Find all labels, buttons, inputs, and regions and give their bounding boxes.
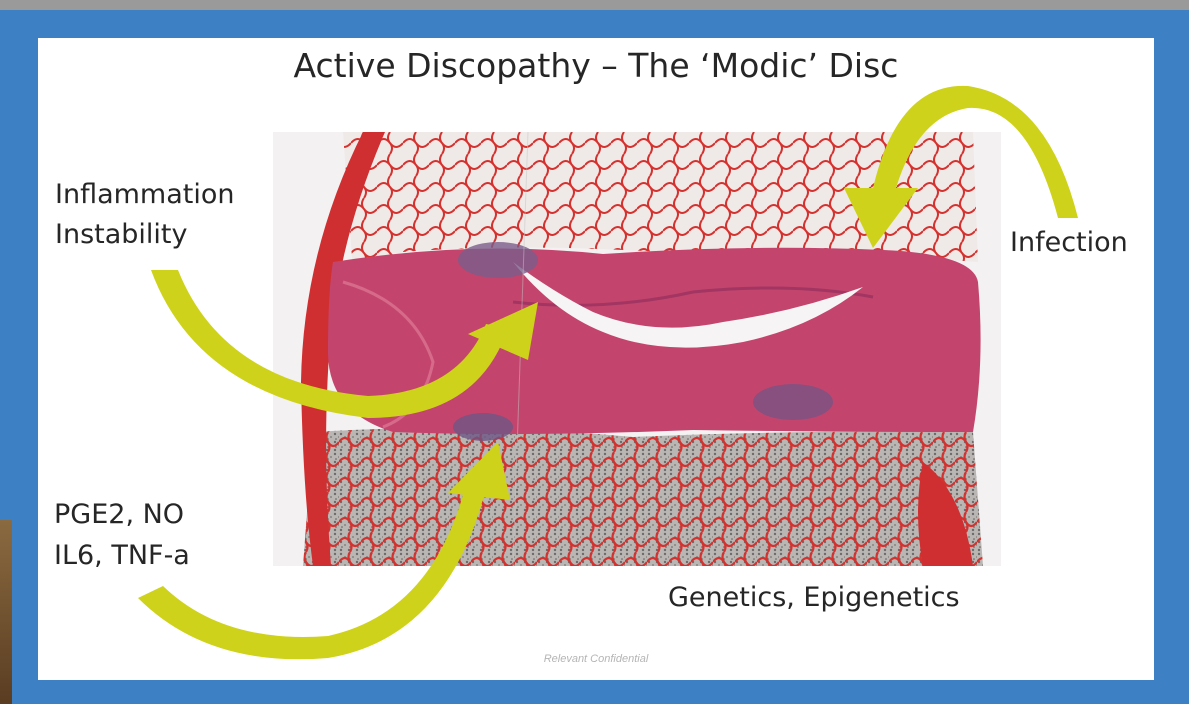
label-mediators-1: PGE2, NO (54, 496, 184, 534)
label-infection: Infection (1010, 224, 1128, 262)
label-mediators-2: IL6, TNF-a (54, 537, 190, 575)
label-genetics: Genetics, Epigenetics (668, 579, 960, 617)
slide: Active Discopathy – The ‘Modic’ Disc (38, 38, 1154, 680)
confidential-footer: Relevant Confidential (38, 653, 1154, 665)
curved-arrow-icon (151, 270, 538, 418)
curved-arrow-icon (138, 442, 510, 659)
label-instability: Instability (55, 216, 187, 254)
arrows-layer (38, 38, 1154, 680)
background-strip (0, 520, 12, 704)
label-inflammation: Inflammation (55, 176, 235, 214)
window-top-edge (0, 0, 1189, 10)
